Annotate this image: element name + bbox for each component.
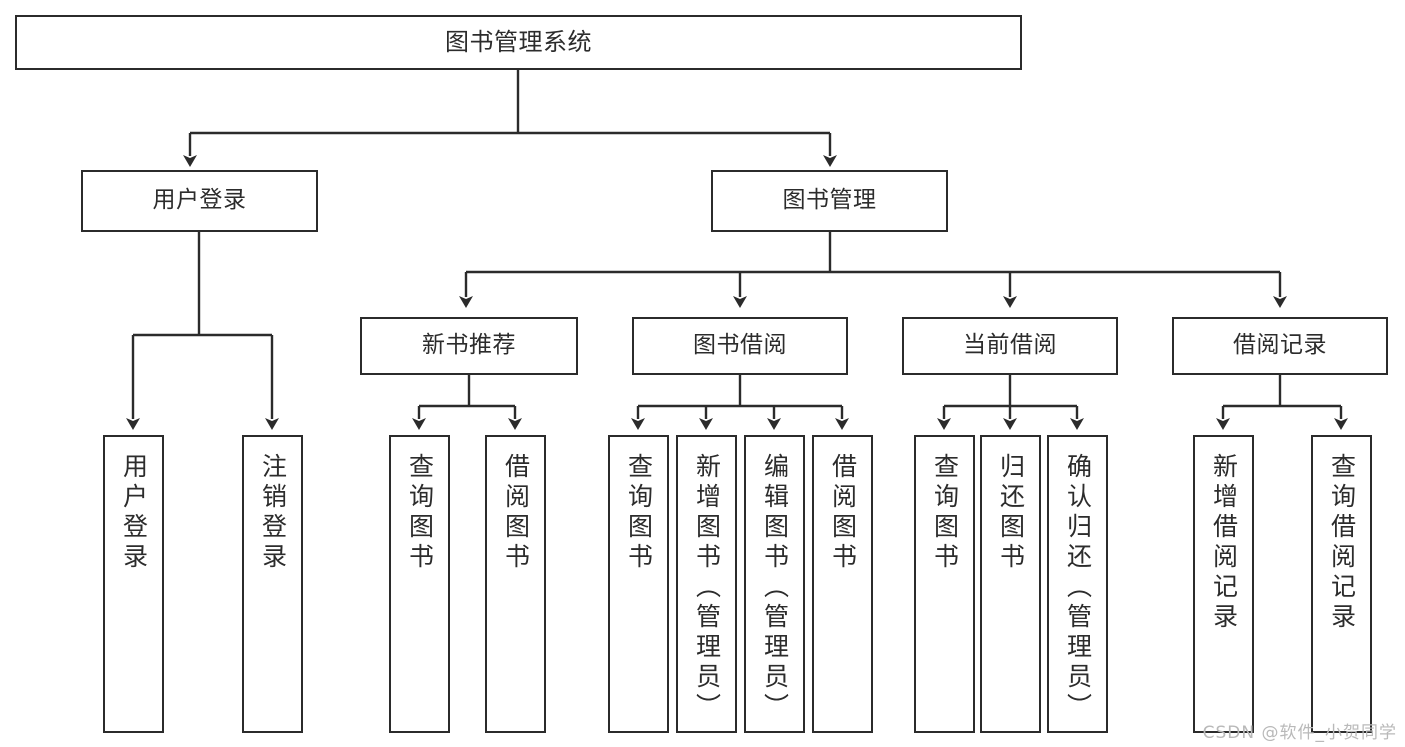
node-label: 查询图书 — [405, 453, 435, 573]
node-label: 用户登录 — [119, 453, 149, 573]
node-label: 查询借阅记录 — [1327, 453, 1357, 633]
node-label: 借阅图书 — [828, 453, 858, 573]
node-label: 图书借阅 — [693, 332, 787, 359]
leaf-borrow-query-book[interactable]: 查询图书 — [608, 435, 669, 733]
node-book-management[interactable]: 图书管理 — [711, 170, 948, 232]
leaf-current-query-book[interactable]: 查询图书 — [914, 435, 975, 733]
leaf-user-login-logout[interactable]: 注销登录 — [242, 435, 303, 733]
node-label: 新增借阅记录 — [1209, 453, 1239, 633]
node-label: 归还图书 — [996, 453, 1026, 573]
leaf-records-query-record[interactable]: 查询借阅记录 — [1311, 435, 1372, 733]
leaf-current-confirm-return-admin[interactable]: 确认归还（管理员） — [1047, 435, 1108, 733]
node-label: 查询图书 — [624, 453, 654, 573]
leaf-recommend-query-book[interactable]: 查询图书 — [389, 435, 450, 733]
leaf-records-add-record[interactable]: 新增借阅记录 — [1193, 435, 1254, 733]
node-current-borrow[interactable]: 当前借阅 — [902, 317, 1118, 375]
node-label: 确认归还（管理员） — [1063, 453, 1093, 723]
node-label: 新书推荐 — [422, 332, 516, 359]
leaf-borrow-borrow-book[interactable]: 借阅图书 — [812, 435, 873, 733]
node-new-book-recommend[interactable]: 新书推荐 — [360, 317, 578, 375]
node-label: 图书管理 — [782, 187, 877, 214]
node-label: 新增图书（管理员） — [692, 453, 722, 723]
watermark: CSDN @软件_小贺同学 — [1202, 723, 1397, 743]
leaf-recommend-borrow-book[interactable]: 借阅图书 — [485, 435, 546, 733]
node-label: 查询图书 — [930, 453, 960, 573]
node-label: 编辑图书（管理员） — [760, 453, 790, 723]
node-label: 借阅记录 — [1233, 332, 1327, 359]
node-label: 图书管理系统 — [445, 28, 592, 57]
node-user-login[interactable]: 用户登录 — [81, 170, 318, 232]
node-root-system[interactable]: 图书管理系统 — [15, 15, 1022, 70]
node-label: 借阅图书 — [501, 453, 531, 573]
node-book-borrow[interactable]: 图书借阅 — [632, 317, 848, 375]
leaf-borrow-add-book-admin[interactable]: 新增图书（管理员） — [676, 435, 737, 733]
node-label: 注销登录 — [258, 453, 288, 573]
leaf-user-login-signin[interactable]: 用户登录 — [103, 435, 164, 733]
node-label: 当前借阅 — [963, 332, 1057, 359]
node-borrow-records[interactable]: 借阅记录 — [1172, 317, 1388, 375]
leaf-current-return-book[interactable]: 归还图书 — [980, 435, 1041, 733]
leaf-borrow-edit-book-admin[interactable]: 编辑图书（管理员） — [744, 435, 805, 733]
node-label: 用户登录 — [152, 187, 247, 214]
